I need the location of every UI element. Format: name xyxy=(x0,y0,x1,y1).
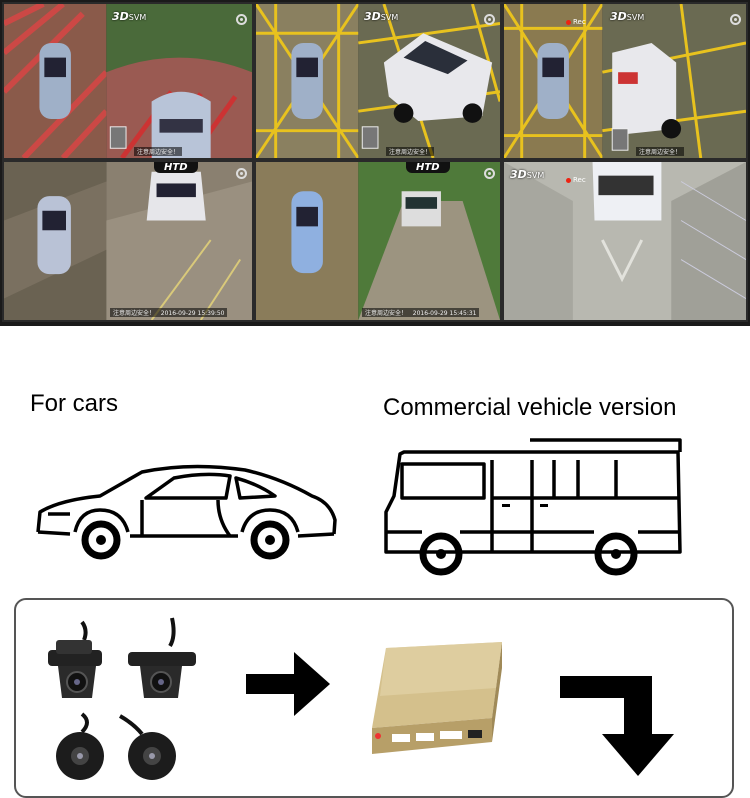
3d-label: 3D xyxy=(364,10,381,23)
svm-label: SVM xyxy=(128,13,147,22)
settings-icon xyxy=(484,14,495,25)
settings-icon xyxy=(236,14,247,25)
htd-label: HTD xyxy=(406,162,450,173)
settings-icon xyxy=(236,168,247,179)
settings-icon xyxy=(730,14,741,25)
svm-screenshot-2: 3DSVM 注意周边安全！ xyxy=(254,2,502,160)
svm-screenshot-1: 3DSVM 注意周边安全！ xyxy=(2,2,254,160)
bus-outline-icon xyxy=(384,438,682,576)
rec-indicator: Rec xyxy=(566,18,586,26)
svm-screenshot-6: 3DSVM Rec xyxy=(502,160,748,322)
car-outline-icon xyxy=(36,464,337,560)
svm-screenshot-3: Rec 3DSVM 注意周边安全！ xyxy=(502,2,748,160)
rec-indicator: Rec xyxy=(566,176,586,184)
svm-label: SVM xyxy=(380,13,399,22)
3d-label: 3D xyxy=(112,10,129,23)
status-text: 注意周边安全！ 2016-09-29 15:45:31 xyxy=(362,308,480,317)
htd-label: HTD xyxy=(154,162,198,173)
3d-label: 3D xyxy=(510,168,527,181)
3d-label: 3D xyxy=(610,10,627,23)
camera-screenshots-grid: 3DSVM 注意周边安全！ 3DSVM 注意周边安全！ xyxy=(0,0,750,326)
svm-screenshot-4: HTD 注意周边安全！ 2016-09-29 15:39:50 xyxy=(2,160,254,322)
arrow-turn-down-icon xyxy=(560,676,674,776)
svm-screenshot-5: HTD 注意周边安全！ 2016-09-29 15:45:31 xyxy=(254,160,502,322)
caption-commercial-vehicle: Commercial vehicle version xyxy=(383,394,677,421)
ecu-control-box-image xyxy=(372,642,502,754)
status-text: 注意周边安全！ xyxy=(134,147,183,156)
timestamp: 2016-09-29 15:39:50 xyxy=(160,310,225,317)
status-text: 注意周边安全！ xyxy=(636,147,685,156)
warning-text: 注意周边安全！ xyxy=(113,310,156,317)
hardware-box xyxy=(14,598,734,798)
status-text: 注意周边安全！ 2016-09-29 15:39:50 xyxy=(110,308,228,317)
arrow-right-icon xyxy=(246,652,330,716)
warning-text: 注意周边安全！ xyxy=(365,310,408,317)
settings-icon xyxy=(484,168,495,179)
timestamp: 2016-09-29 15:45:31 xyxy=(412,310,477,317)
svm-label: SVM xyxy=(526,171,545,180)
caption-for-cars: For cars xyxy=(30,390,119,417)
camera-set-image xyxy=(48,617,196,780)
svm-label: SVM xyxy=(626,13,645,22)
status-text: 注意周边安全！ xyxy=(386,147,435,156)
